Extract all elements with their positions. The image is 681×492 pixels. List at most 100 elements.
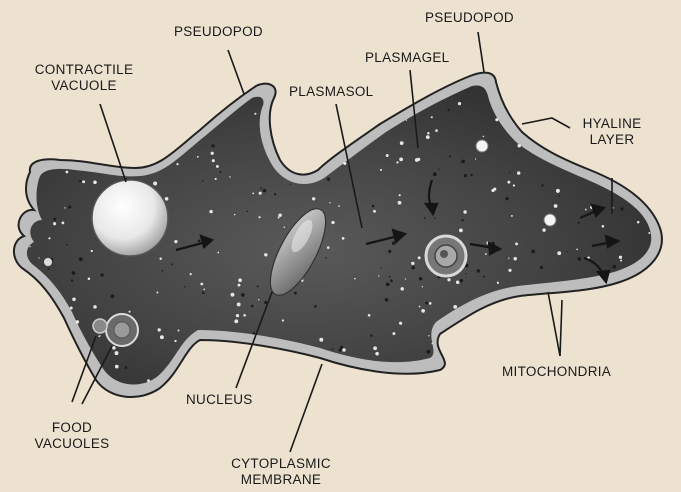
granule <box>115 351 119 355</box>
granule <box>418 256 421 259</box>
granule <box>453 305 457 309</box>
label-hyaline-layer: HYALINE LAYER <box>574 116 650 148</box>
granule <box>253 332 256 335</box>
granule <box>392 332 395 335</box>
granule <box>373 346 377 350</box>
granule <box>332 348 334 350</box>
granule <box>176 163 178 165</box>
granule <box>461 219 463 221</box>
granule <box>125 366 128 369</box>
granule <box>398 201 402 205</box>
granule <box>433 172 437 176</box>
granule <box>424 217 426 219</box>
granule <box>421 309 425 313</box>
granule <box>531 250 535 254</box>
granule <box>29 246 30 247</box>
granule <box>259 192 262 195</box>
granule <box>153 182 157 186</box>
granule <box>399 322 402 325</box>
central-food-vacuole <box>426 236 466 276</box>
granule <box>93 305 97 309</box>
granule <box>620 207 623 210</box>
granule <box>483 276 485 278</box>
granule <box>237 302 241 306</box>
granule <box>159 257 161 259</box>
granule <box>354 278 356 280</box>
granule <box>128 311 130 313</box>
granule <box>399 158 403 162</box>
granule <box>556 189 560 193</box>
granule <box>254 113 256 115</box>
granule <box>174 340 176 342</box>
granule <box>39 257 40 258</box>
granule <box>434 218 435 219</box>
granule <box>111 295 115 299</box>
granule <box>68 206 71 209</box>
granule <box>427 132 429 134</box>
granule <box>542 228 545 231</box>
granule <box>156 292 158 294</box>
granule <box>456 280 460 284</box>
granule <box>252 193 254 195</box>
granule <box>557 251 561 255</box>
granule <box>559 195 561 197</box>
granule <box>72 271 76 275</box>
granule <box>400 141 404 145</box>
granule <box>386 282 390 286</box>
granule <box>93 181 97 185</box>
granule <box>419 306 421 308</box>
granule <box>385 298 389 302</box>
granule <box>312 197 315 200</box>
granule <box>461 160 465 164</box>
granule <box>419 277 422 280</box>
label-plasmagel: PLASMAGEL <box>365 50 449 66</box>
granule <box>508 258 509 259</box>
granule <box>508 269 511 272</box>
granule <box>48 268 50 270</box>
granule <box>278 216 280 218</box>
granule <box>425 301 428 304</box>
granule <box>257 285 259 287</box>
granule <box>229 176 230 177</box>
granule <box>260 187 262 189</box>
granule <box>234 319 238 323</box>
granule <box>70 306 73 309</box>
granule <box>540 266 543 269</box>
granule <box>66 171 69 174</box>
granule <box>380 169 382 171</box>
granule <box>612 265 616 269</box>
label-plasmasol: PLASMASOL <box>289 84 373 100</box>
granule <box>258 299 259 300</box>
granule <box>174 240 177 243</box>
granule <box>427 350 431 354</box>
label-cytoplasmic-membrane: CYTOPLASMIC MEMBRANE <box>216 456 346 488</box>
granule <box>475 158 476 159</box>
granule <box>72 298 76 302</box>
granule <box>400 287 403 290</box>
granule <box>438 168 439 169</box>
granule <box>236 314 239 317</box>
granule <box>338 205 340 207</box>
granule <box>294 292 297 295</box>
granule <box>470 174 472 176</box>
label-food-vacuoles: FOOD VACUOLES <box>24 420 120 452</box>
granule <box>165 197 169 201</box>
granule <box>259 216 261 218</box>
granule <box>115 365 119 369</box>
granule <box>274 193 276 195</box>
granule <box>314 305 317 308</box>
granule <box>184 286 185 287</box>
granule <box>493 188 496 191</box>
granule <box>459 279 462 282</box>
granule <box>405 278 406 279</box>
label-nucleus: NUCLEUS <box>186 392 253 408</box>
granule <box>422 286 423 287</box>
granule <box>243 314 246 317</box>
granule <box>342 348 346 352</box>
granule <box>278 213 281 216</box>
granule <box>147 379 150 382</box>
granule <box>82 180 85 183</box>
label-pseudopod-left: PSEUDOPOD <box>174 24 263 40</box>
granule <box>290 184 291 185</box>
granule <box>79 257 83 261</box>
